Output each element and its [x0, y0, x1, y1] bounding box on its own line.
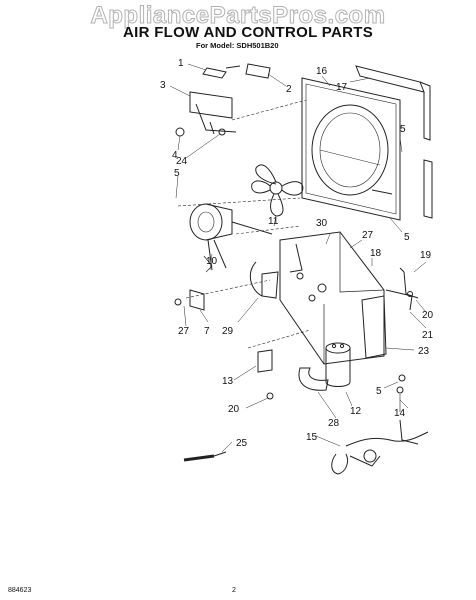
model-line: For Model: SDH501B20: [196, 41, 279, 50]
callout-leader-lines: [169, 63, 427, 453]
fan-blade: [251, 164, 304, 217]
control-bracket-assembly: [249, 231, 387, 365]
callout-16: 16: [316, 66, 328, 77]
watermark: AppliancePartsPros.com: [90, 2, 386, 30]
top-switch-parts: [175, 63, 271, 137]
callout-13: 13: [222, 376, 234, 387]
callout-4: 4: [172, 150, 178, 161]
fan-shroud-panel: [301, 77, 401, 221]
callout-2: 2: [286, 84, 292, 95]
callout-20-right: 20: [422, 310, 434, 321]
callout-19: 19: [420, 250, 432, 261]
callout-15: 15: [306, 432, 318, 443]
callout-7: 7: [204, 326, 210, 337]
callout-5-right: 5: [404, 232, 410, 243]
callout-27-left: 27: [178, 326, 190, 337]
callout-5-upper-right: 5: [400, 124, 406, 135]
callout-25: 25: [236, 438, 248, 449]
callout-27-right: 27: [362, 230, 374, 241]
power-cord-harness: [331, 419, 429, 475]
capacitor-and-strap: [298, 342, 351, 391]
callout-17: 17: [336, 82, 348, 93]
callout-20-left: 20: [228, 404, 240, 415]
bottom-screws: [266, 374, 406, 412]
callout-11: 11: [268, 216, 279, 227]
right-side-parts: [385, 267, 419, 311]
callout-14: 14: [394, 408, 406, 419]
callout-18: 18: [370, 248, 382, 259]
assembly-guide-lines: [177, 99, 311, 349]
callout-5-left: 5: [174, 168, 180, 179]
callout-30: 30: [316, 218, 328, 229]
drain-tube: [183, 451, 227, 462]
callout-12: 12: [350, 406, 362, 417]
callout-3: 3: [160, 80, 166, 91]
side-seal-strips: [355, 65, 433, 219]
callout-28: 28: [328, 418, 340, 429]
callout-29: 29: [222, 326, 234, 337]
callout-numbers: 1 2 3 16 17 4 24 5 5 11 5 30 27 18 19 10…: [160, 58, 434, 449]
callout-21: 21: [422, 330, 434, 341]
callout-1: 1: [178, 58, 184, 69]
diagram-title: AIR FLOW AND CONTROL PARTS: [123, 24, 374, 41]
callout-23: 23: [418, 346, 430, 357]
callout-5-bottom: 5: [376, 386, 382, 397]
left-bracket-and-screw: [174, 289, 205, 311]
fan-motor: [189, 203, 273, 273]
callout-10: 10: [206, 256, 218, 267]
callout-24: 24: [176, 156, 188, 167]
document-number: 884623: [8, 587, 32, 594]
terminal-block: [257, 349, 273, 373]
page-number: 2: [232, 587, 236, 594]
